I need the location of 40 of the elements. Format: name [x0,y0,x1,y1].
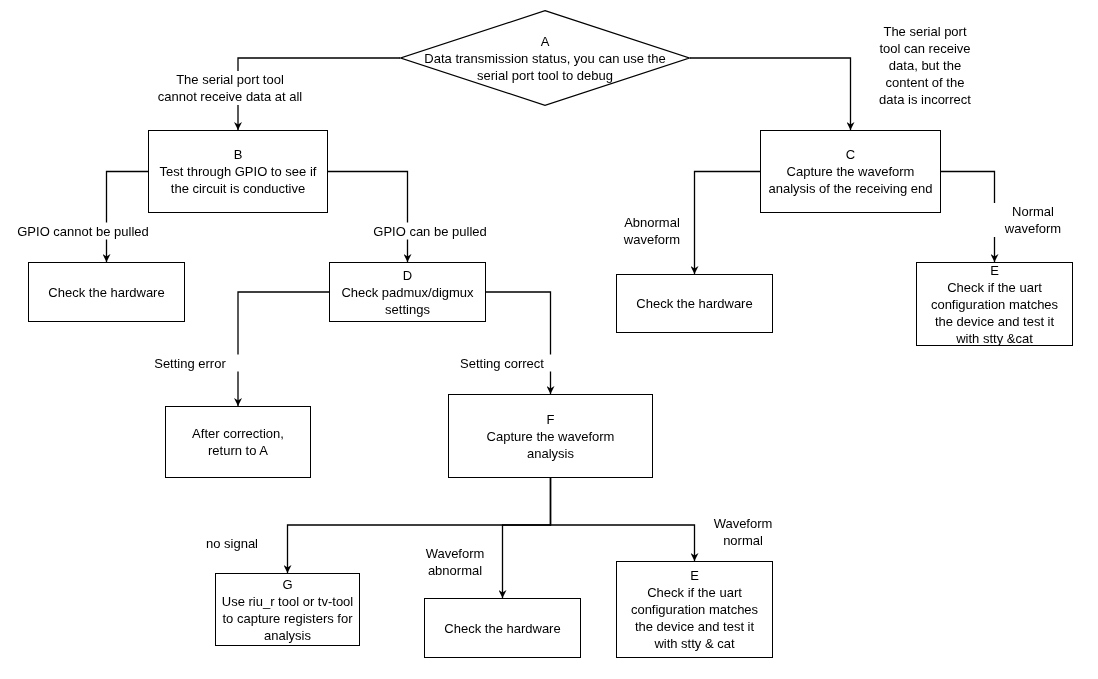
step-letter: E [690,567,699,584]
decision-diamond [400,10,690,106]
step-text: Check the hardware [636,295,753,312]
arrow [485,291,555,395]
step-letter: C [845,146,856,163]
step-letter: B [233,146,243,163]
arrow [102,170,149,263]
process-box [424,598,581,658]
process-box [916,262,1073,346]
process-box [148,130,328,213]
arrow [689,57,855,131]
step-letter: F [546,410,555,428]
arrow [327,170,412,263]
step-letter: G [282,575,293,593]
step-letter: D [402,266,413,284]
step-letter: A [540,32,550,50]
step-text: Use riu_r tool or tv-tool to capture registers for analysis [220,592,355,644]
process-box [616,561,773,658]
step-letter: E [990,261,999,279]
step-text: Data transmission status, you can use the serial port tool to debug [423,49,667,84]
process-box [616,274,773,333]
process-box [28,262,185,322]
step-text: Capture the waveform analysis [485,427,616,462]
process-box [329,262,486,322]
process-box [448,394,653,478]
process-box [165,406,311,478]
step-text: Check if the uart configuration matches the device and test it with stty & cat [629,584,760,652]
step-text: Capture the waveform analysis of the receiving end [768,163,933,197]
step-text: Check padmux/digmux settings [340,283,475,318]
process-box [760,130,941,213]
step-text: Test through GPIO to see if the circuit is conductive [158,163,318,197]
arrow [690,170,761,275]
step-text: Check if the uart configuration matches the device and test it with stty &cat [929,278,1060,347]
edge-label: The serial port tool cannot receive data at all [156,71,304,105]
step-text: After correction, return to A [191,425,285,459]
process-box [215,573,360,646]
arrow [549,477,699,562]
arrow [234,291,330,407]
step-text: Check the hardware [48,283,165,301]
step-text: Check the hardware [444,619,561,637]
